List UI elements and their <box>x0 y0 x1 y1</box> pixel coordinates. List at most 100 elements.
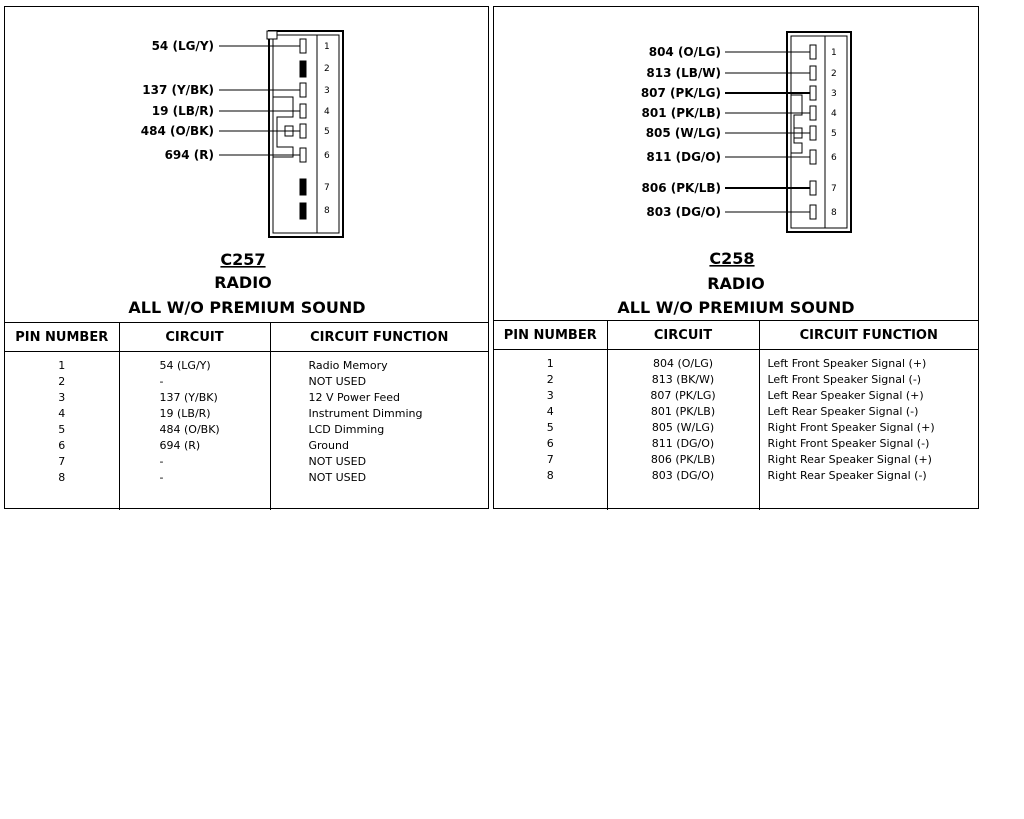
table-cell: 2 <box>546 373 554 386</box>
table-cell: 694 (R) <box>159 439 201 452</box>
c257-pin-terminal <box>299 103 307 119</box>
table-cell: 19 (LB/R) <box>159 407 211 420</box>
table-cell: 5 <box>546 421 554 434</box>
c257-pin-number: 2 <box>324 64 330 74</box>
c257-pin-number: 4 <box>324 107 330 117</box>
c258-connector-diagram: 804 (O/LG) 813 (LB/W) 807 (PK/LG) 801 (P… <box>617 31 855 317</box>
circuit-column: 54 (LG/Y) - 137 (Y/BK) 19 (LB/R) 484 (O/… <box>119 351 271 510</box>
c258-pin-number: 3 <box>831 89 837 99</box>
c258-pin-number: 5 <box>831 129 837 139</box>
table-cell: 54 (LG/Y) <box>159 359 211 372</box>
table-cell: 803 (DG/O) <box>651 469 715 482</box>
c258-pin-number: 6 <box>831 153 837 163</box>
c258-wire-label: 813 (LB/W) <box>646 66 721 80</box>
c258-wire-label: 807 (PK/LG) <box>641 86 721 100</box>
pin-number-column: 1 2 3 4 5 6 7 8 <box>494 349 608 510</box>
c258-pin-terminal <box>809 85 817 101</box>
table-cell: 804 (O/LG) <box>652 357 714 370</box>
c258-pin-number: 1 <box>831 48 837 58</box>
table-cell: 805 (W/LG) <box>651 421 715 434</box>
table-cell: 4 <box>546 405 554 418</box>
table-cell: 8 <box>58 471 66 484</box>
c257-locking-tab <box>266 30 278 40</box>
c257-wire-label: 19 (LB/R) <box>152 104 214 118</box>
table-cell: 5 <box>58 423 66 436</box>
c258-component-name: RADIO <box>707 274 765 293</box>
c257-component-name: RADIO <box>214 273 272 292</box>
table-cell: Right Rear Speaker Signal (+) <box>767 453 932 466</box>
column-header: PIN NUMBER <box>5 322 120 352</box>
c258-pin-terminal <box>809 149 817 165</box>
table-cell: Radio Memory <box>308 359 388 372</box>
table-cell: Right Rear Speaker Signal (-) <box>767 469 927 482</box>
c258-panel: 804 (O/LG) 813 (LB/W) 807 (PK/LG) 801 (P… <box>493 6 979 510</box>
c258-wire-label: 803 (DG/O) <box>646 205 721 219</box>
table-cell: Left Rear Speaker Signal (-) <box>767 405 919 418</box>
table-cell: 484 (O/BK) <box>159 423 220 436</box>
c258-pin-terminal <box>809 105 817 121</box>
c257-connector-inner <box>272 34 340 234</box>
table-cell: - <box>159 455 164 468</box>
table-cell: Right Front Speaker Signal (-) <box>767 437 930 450</box>
table-cell: Instrument Dimming <box>308 407 423 420</box>
c258-wire-label: 811 (DG/O) <box>646 150 721 164</box>
c257-panel: 54 (LG/Y) 137 (Y/BK) 19 (LB/R) 484 (O/BK… <box>4 6 489 510</box>
c258-wire-label: 806 (PK/LB) <box>642 181 721 195</box>
table-cell: NOT USED <box>308 455 367 468</box>
column-header: CIRCUIT <box>119 322 271 352</box>
c257-pin-number: 7 <box>324 183 330 193</box>
table-cell: Left Front Speaker Signal (-) <box>767 373 922 386</box>
c258-wire-label: 805 (W/LG) <box>646 126 721 140</box>
c257-pin-number: 1 <box>324 42 330 52</box>
table-cell: 3 <box>546 389 554 402</box>
c258-connector-id: C258 <box>709 249 754 268</box>
table-cell: NOT USED <box>308 375 367 388</box>
c258-pin-terminal <box>809 180 817 196</box>
c258-cavity-step <box>791 94 803 154</box>
table-cell: 811 (DG/O) <box>651 437 715 450</box>
table-cell: 137 (Y/BK) <box>159 391 218 404</box>
table-cell: - <box>159 471 164 484</box>
table-cell: 8 <box>546 469 554 482</box>
c257-pin-table: PIN NUMBER CIRCUIT CIRCUIT FUNCTION 1 2 … <box>5 322 488 510</box>
table-cell: 806 (PK/LB) <box>650 453 716 466</box>
c257-wire-label: 484 (O/BK) <box>141 124 214 138</box>
function-column: Radio Memory NOT USED 12 V Power Feed In… <box>270 352 488 511</box>
table-cell: Left Front Speaker Signal (+) <box>767 357 927 370</box>
table-cell: - <box>159 375 164 388</box>
table-cell: 813 (BK/W) <box>651 373 715 386</box>
column-header: PIN NUMBER <box>494 320 608 350</box>
c258-connector-inner <box>790 35 848 229</box>
c257-wire-label: 54 (LG/Y) <box>152 39 214 53</box>
table-cell: 6 <box>546 437 554 450</box>
c258-pin-number: 2 <box>831 69 837 79</box>
table-cell: 12 V Power Feed <box>308 391 401 404</box>
column-header: CIRCUIT FUNCTION <box>270 322 488 352</box>
c257-connector-diagram: 54 (LG/Y) 137 (Y/BK) 19 (LB/R) 484 (O/BK… <box>128 30 366 317</box>
c257-pin-terminal <box>299 82 307 98</box>
table-cell: 801 (PK/LB) <box>650 405 716 418</box>
c258-pin-number: 7 <box>831 184 837 194</box>
c257-pin-terminal-blocked <box>299 178 307 196</box>
function-column: Left Front Speaker Signal (+) Left Front… <box>759 350 978 511</box>
c257-pin-terminal <box>299 147 307 163</box>
table-cell: 1 <box>58 359 66 372</box>
table-cell: 4 <box>58 407 66 420</box>
c258-pin-terminal <box>809 65 817 81</box>
c257-note: ALL W/O PREMIUM SOUND <box>128 298 365 317</box>
c258-pin-terminal <box>809 204 817 220</box>
c257-pin-number: 8 <box>324 206 330 216</box>
table-cell: 2 <box>58 375 66 388</box>
table-cell: NOT USED <box>308 471 367 484</box>
table-cell: Right Front Speaker Signal (+) <box>767 421 935 434</box>
c257-connector-id: C257 <box>220 250 265 269</box>
c257-pin-terminal-blocked <box>299 202 307 220</box>
c258-wire-label: 801 (PK/LB) <box>642 106 721 120</box>
c257-cavity-step <box>273 96 294 158</box>
table-cell: 807 (PK/LG) <box>650 389 716 402</box>
c258-pin-number: 4 <box>831 109 837 119</box>
c258-pin-table: PIN NUMBER CIRCUIT CIRCUIT FUNCTION 1 2 … <box>494 320 978 510</box>
c257-wire-label: 694 (R) <box>165 148 214 162</box>
table-cell: Ground <box>308 439 349 452</box>
c258-pin-terminal <box>809 44 817 60</box>
